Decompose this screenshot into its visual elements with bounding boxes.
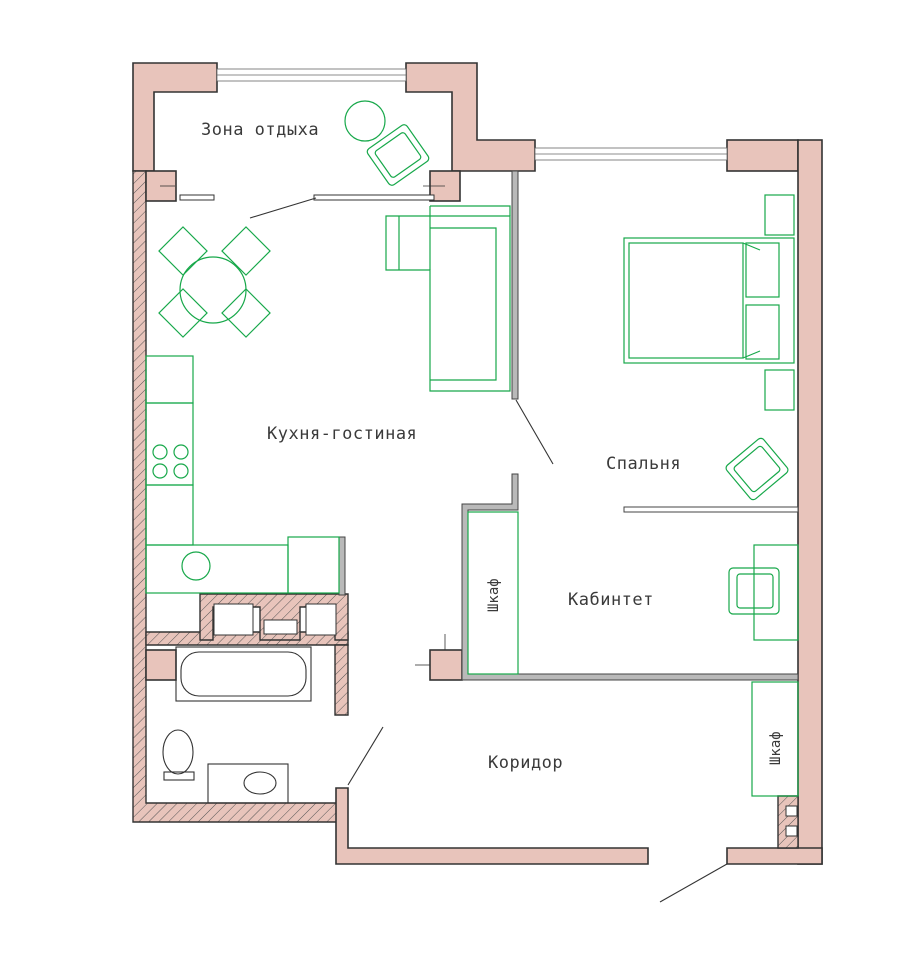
label-kitchen-living: Кухня-гостиная (267, 424, 417, 444)
label-study: Кабинтет (568, 590, 654, 610)
doors (160, 185, 728, 903)
nightstand-bottom (764, 369, 795, 411)
study-desk (753, 544, 799, 641)
toilet-bowl (162, 729, 194, 775)
socket-a (785, 805, 798, 817)
right-outer-wall (797, 139, 823, 865)
corner-sofa (385, 205, 511, 392)
balcony-table (344, 100, 386, 142)
dining-table (179, 256, 247, 324)
study-chair (728, 567, 780, 615)
toilet-tank (163, 771, 195, 781)
bottom-right-wall (726, 847, 823, 865)
dining-chairs (158, 226, 271, 338)
left-outer-wall (132, 170, 339, 823)
column-bath (145, 649, 177, 681)
vanity (207, 763, 289, 804)
exterior-walls (132, 62, 823, 865)
label-rest-zone: Зона отдыха (201, 120, 319, 140)
label-bedroom: Спальня (606, 454, 681, 474)
furniture (145, 100, 799, 797)
bedroom-armchair (725, 437, 789, 501)
label-closet-corridor: Шкаф (768, 731, 784, 765)
bottom-left-wall (335, 787, 649, 865)
balcony-armchair (366, 124, 430, 186)
socket-b (785, 825, 798, 837)
balcony-left-wall (132, 62, 218, 172)
windows (216, 68, 728, 161)
bathtub (175, 646, 312, 702)
kitchen-counter (145, 355, 340, 594)
nightstand-top (764, 194, 795, 236)
bathroom-fixtures (162, 646, 312, 804)
closet-corridor-box (751, 681, 799, 797)
sink (243, 771, 277, 795)
bathroom-walls (145, 593, 349, 716)
balcony-right-wall (405, 62, 536, 172)
label-closet-study: Шкаф (486, 578, 502, 612)
closet-study-box (467, 511, 519, 675)
closet-corner-wall (777, 795, 799, 849)
double-bed (623, 237, 795, 364)
right-top-wall (726, 139, 799, 172)
label-corridor: Коридор (488, 753, 563, 773)
column-hall (429, 649, 463, 681)
